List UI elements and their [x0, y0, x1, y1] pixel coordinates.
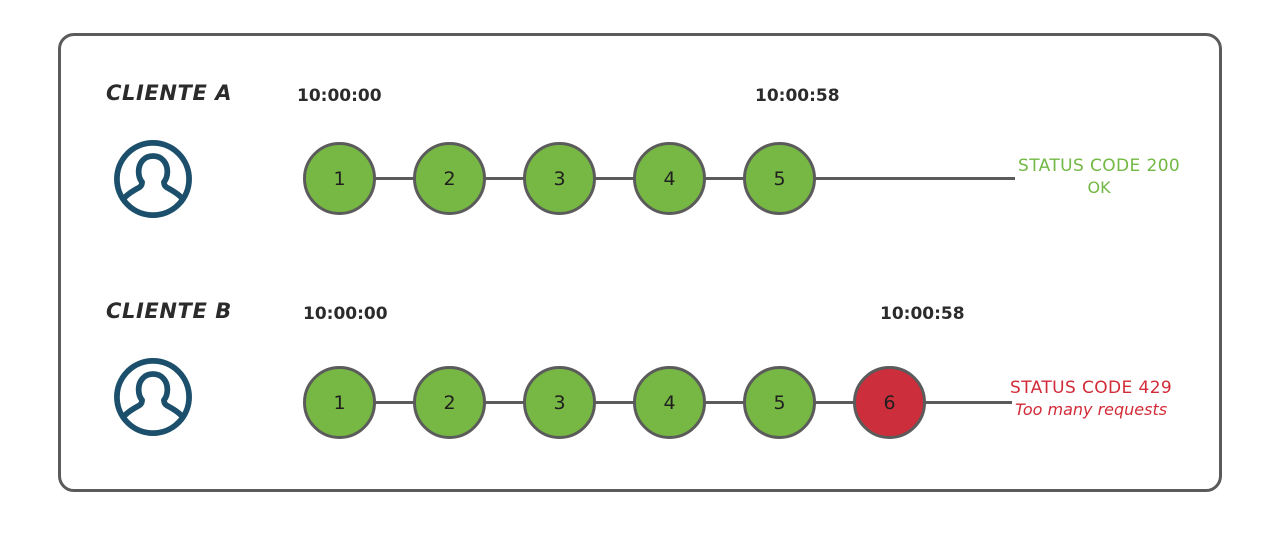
request-node-client-a-4[interactable]: 4: [633, 142, 706, 215]
user-avatar-icon: [112, 138, 194, 220]
timestamp-start-client-a: 10:00:00: [297, 86, 382, 106]
request-node-client-a-1[interactable]: 1: [303, 142, 376, 215]
status-code-client-b: STATUS CODE 429: [1010, 378, 1173, 398]
request-node-client-b-4[interactable]: 4: [633, 366, 706, 439]
user-avatar-icon: [112, 356, 194, 438]
timestamp-start-client-b: 10:00:00: [303, 304, 388, 324]
request-node-client-a-3[interactable]: 3: [523, 142, 596, 215]
status-code-client-a: STATUS CODE 200: [1018, 156, 1181, 176]
request-node-client-b-3[interactable]: 3: [523, 366, 596, 439]
timestamp-end-client-b: 10:00:58: [880, 304, 965, 324]
status-message-client-b: Too many requests: [1015, 400, 1168, 419]
request-node-client-b-5[interactable]: 5: [743, 366, 816, 439]
client-label-client-b: CLIENTE B: [106, 299, 232, 323]
request-node-client-a-2[interactable]: 2: [413, 142, 486, 215]
request-node-client-b-1[interactable]: 1: [303, 366, 376, 439]
timestamp-end-client-a: 10:00:58: [755, 86, 840, 106]
request-node-client-b-2[interactable]: 2: [413, 366, 486, 439]
request-node-client-a-5[interactable]: 5: [743, 142, 816, 215]
status-message-client-a: OK: [1087, 178, 1111, 197]
client-label-client-a: CLIENTE A: [106, 81, 233, 105]
request-node-client-b-6[interactable]: 6: [853, 366, 926, 439]
